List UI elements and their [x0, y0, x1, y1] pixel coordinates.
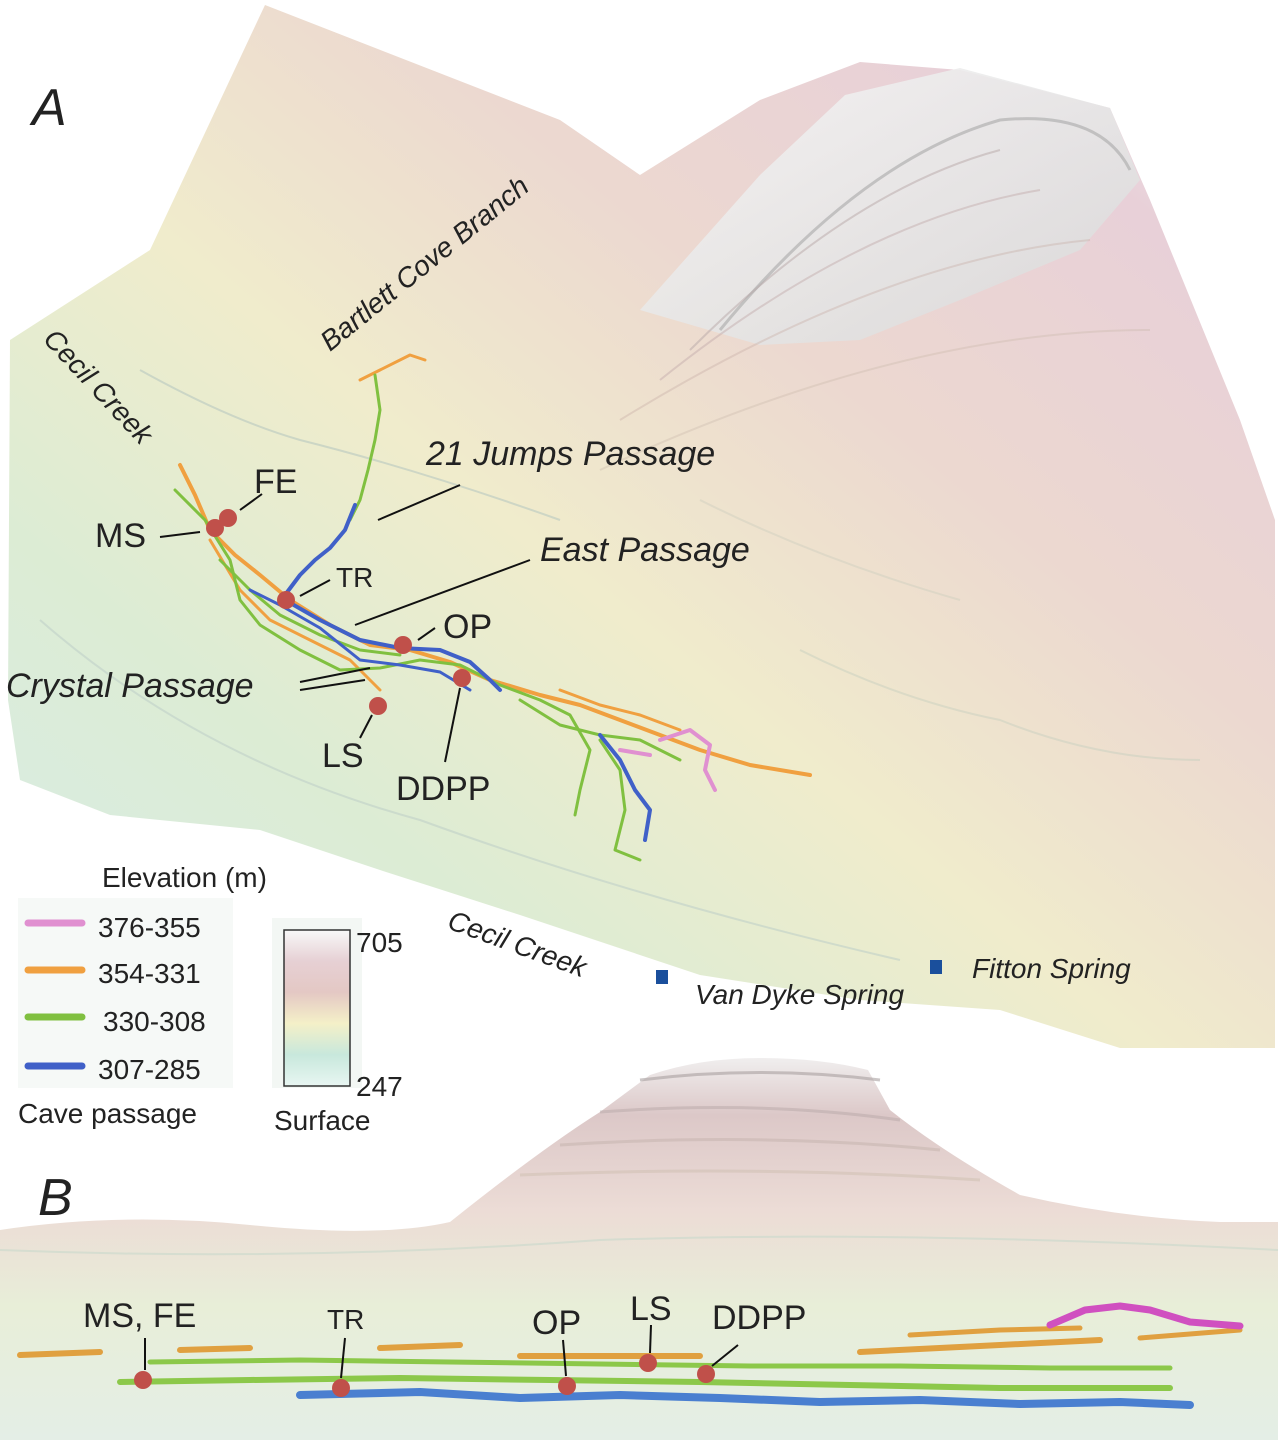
- leader-lines-a: [159, 484, 531, 763]
- label-fitton-spring: Fitton Spring: [972, 953, 1131, 984]
- label-tr: TR: [336, 562, 373, 593]
- label-fe: FE: [254, 463, 297, 501]
- station-ms: [206, 519, 224, 537]
- stations-b: [134, 1354, 715, 1397]
- surface-color-scale: [283, 929, 351, 1087]
- legend-cave-label: Cave passage: [18, 1098, 197, 1129]
- panel-b-letter: B: [38, 1169, 73, 1227]
- station-tr: [277, 591, 295, 609]
- legend-range-2: 330-308: [103, 1006, 206, 1037]
- b-label-tr: TR: [327, 1304, 364, 1335]
- b-passage-orange-1: [17, 1337, 1103, 1359]
- station-fe: [219, 509, 237, 527]
- b-passage-green-2: [147, 1357, 1173, 1371]
- b-passage-green-1: [117, 1375, 1173, 1391]
- b-label-ddpp: DDPP: [712, 1299, 806, 1337]
- cave-passages-b: [17, 1302, 1244, 1409]
- label-crystal-passage: Crystal Passage: [6, 667, 254, 705]
- legend-range-1: 354-331: [98, 958, 201, 989]
- b-station-ddpp: [697, 1365, 715, 1383]
- b-passage-orange-2: [907, 1325, 1243, 1341]
- b-station-tr: [332, 1379, 350, 1397]
- b-station-ls: [639, 1354, 657, 1372]
- panel-a-letter: A: [29, 79, 67, 137]
- spring-fitton-marker: [930, 960, 942, 974]
- label-21-jumps-passage: 21 Jumps Passage: [425, 435, 715, 473]
- b-passage-pink: [1046, 1302, 1244, 1330]
- b-station-op: [558, 1377, 576, 1395]
- passage-blue-jumps: [283, 503, 357, 597]
- surface-max: 705: [356, 927, 403, 958]
- stations-a: [206, 509, 471, 715]
- b-label-op: OP: [532, 1304, 581, 1342]
- station-ddpp: [453, 669, 471, 687]
- passage-blue-main: [283, 598, 652, 842]
- b-passage-blue: [296, 1388, 1194, 1409]
- b-label-ls: LS: [630, 1290, 672, 1328]
- spring-van-dyke-marker: [656, 970, 668, 984]
- passage-green-jumps: [348, 373, 382, 522]
- label-van-dyke-spring: Van Dyke Spring: [695, 979, 904, 1010]
- legend-title: Elevation (m): [102, 862, 267, 893]
- station-op: [394, 636, 412, 654]
- surface-min: 247: [356, 1071, 403, 1102]
- label-ls: LS: [322, 737, 364, 775]
- label-ms: MS: [95, 517, 146, 555]
- b-label-ms-fe: MS, FE: [83, 1297, 196, 1335]
- passage-pink: [618, 728, 717, 792]
- label-op: OP: [443, 608, 492, 646]
- label-ddpp: DDPP: [396, 770, 490, 808]
- terrain-map-a: [8, 5, 1275, 1048]
- legend-range-0: 376-355: [98, 912, 201, 943]
- surface-label: Surface: [274, 1105, 371, 1136]
- legend-range-3: 307-285: [98, 1054, 201, 1085]
- leader-lines-b: [144, 1324, 739, 1379]
- label-east-passage: East Passage: [540, 531, 750, 569]
- b-station-msfe: [134, 1371, 152, 1389]
- passage-orange-3: [358, 353, 427, 382]
- legend: Elevation (m) 376-355 354-331 330-308 30…: [18, 862, 403, 1136]
- station-ls: [369, 697, 387, 715]
